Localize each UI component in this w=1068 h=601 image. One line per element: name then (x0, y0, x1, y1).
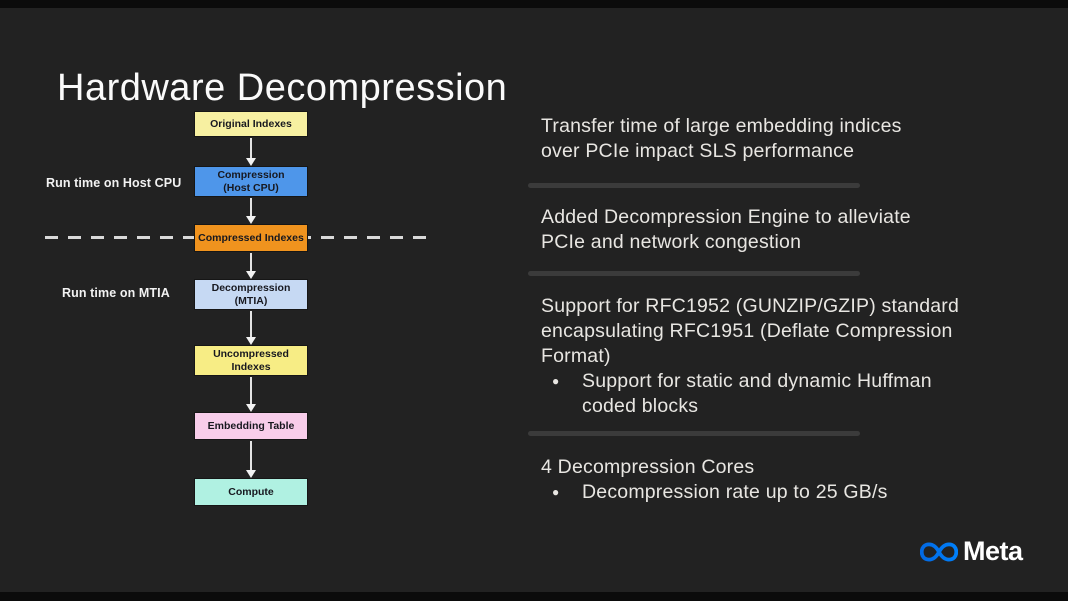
flow-node-decompression-mtia: Decompression (MTIA) (194, 279, 308, 310)
section-decompression-engine: Added Decompression Engine to alleviate … (528, 205, 1038, 255)
bullet-text-line: Decompression rate up to 25 GB/s (582, 481, 888, 503)
bullet-decompression-rate: ● Decompression rate up to 25 GB/s (528, 480, 1038, 505)
node-label: Embedding Table (207, 419, 295, 432)
meta-infinity-icon (920, 541, 958, 562)
slide-title: Hardware Decompression (57, 67, 508, 110)
top-letterbox-bar (0, 0, 1068, 8)
bullet-text: Support for static and dynamic Huffman c… (582, 369, 932, 419)
flow-node-embedding-table: Embedding Table (194, 412, 308, 440)
section-divider (528, 271, 860, 276)
arrow-down-icon (246, 311, 256, 345)
node-label: Uncompressed (213, 348, 289, 360)
section-decompression-cores: 4 Decompression Cores (528, 455, 1038, 480)
flow-node-compressed-indexes: Compressed Indexes (194, 224, 308, 252)
bullet-huffman: ● Support for static and dynamic Huffman… (528, 369, 1038, 419)
section-rfc-support: Support for RFC1952 (GUNZIP/GZIP) standa… (528, 294, 1038, 369)
flow-node-compute: Compute (194, 478, 308, 506)
meta-logo: Meta (920, 536, 1023, 567)
arrow-down-icon (246, 441, 256, 478)
meta-wordmark: Meta (963, 536, 1023, 566)
section-text-line: PCIe and network congestion (541, 231, 802, 253)
node-label: Compressed Indexes (198, 231, 304, 244)
section-text-line: Added Decompression Engine to alleviate (541, 206, 911, 228)
bullet-dot-icon: ● (552, 374, 560, 388)
section-text-line: encapsulating RFC1951 (Deflate Compressi… (541, 320, 953, 342)
bottom-letterbox-bar (0, 592, 1068, 601)
section-divider (528, 183, 860, 188)
node-label: (MTIA) (234, 294, 268, 307)
section-text-line: Transfer time of large embedding indices (541, 115, 902, 137)
flow-node-original-indexes: Original Indexes (194, 111, 308, 137)
bullet-dot-icon: ● (552, 485, 560, 499)
arrow-down-icon (246, 253, 256, 279)
section-text-line: over PCIe impact SLS performance (541, 140, 855, 162)
arrow-down-icon (246, 198, 256, 224)
section-divider (528, 431, 860, 436)
node-label: Indexes (231, 360, 271, 373)
node-label: Original Indexes (210, 117, 292, 130)
flow-node-uncompressed-indexes: Uncompressed Indexes (194, 345, 308, 376)
node-label: Decompression (211, 282, 291, 294)
bullet-text: Decompression rate up to 25 GB/s (582, 480, 888, 505)
arrow-down-icon (246, 138, 256, 166)
node-label: Compression (217, 169, 285, 181)
flow-label-mtia: Run time on MTIA (62, 286, 170, 300)
bullet-text-line: Support for static and dynamic Huffman (582, 370, 932, 392)
section-text-line: Format) (541, 345, 611, 367)
flow-node-compression-host-cpu: Compression (Host CPU) (194, 166, 308, 197)
bullet-text-line: coded blocks (582, 395, 699, 417)
node-label: (Host CPU) (223, 181, 279, 194)
arrow-down-icon (246, 377, 256, 412)
flow-label-host-cpu: Run time on Host CPU (46, 176, 182, 190)
section-text-line: Support for RFC1952 (GUNZIP/GZIP) standa… (541, 295, 960, 317)
section-text-line: 4 Decompression Cores (541, 456, 755, 478)
node-label: Compute (228, 485, 274, 498)
content-panel: Transfer time of large embedding indices… (528, 114, 1038, 505)
section-transfer-time: Transfer time of large embedding indices… (528, 114, 1038, 164)
